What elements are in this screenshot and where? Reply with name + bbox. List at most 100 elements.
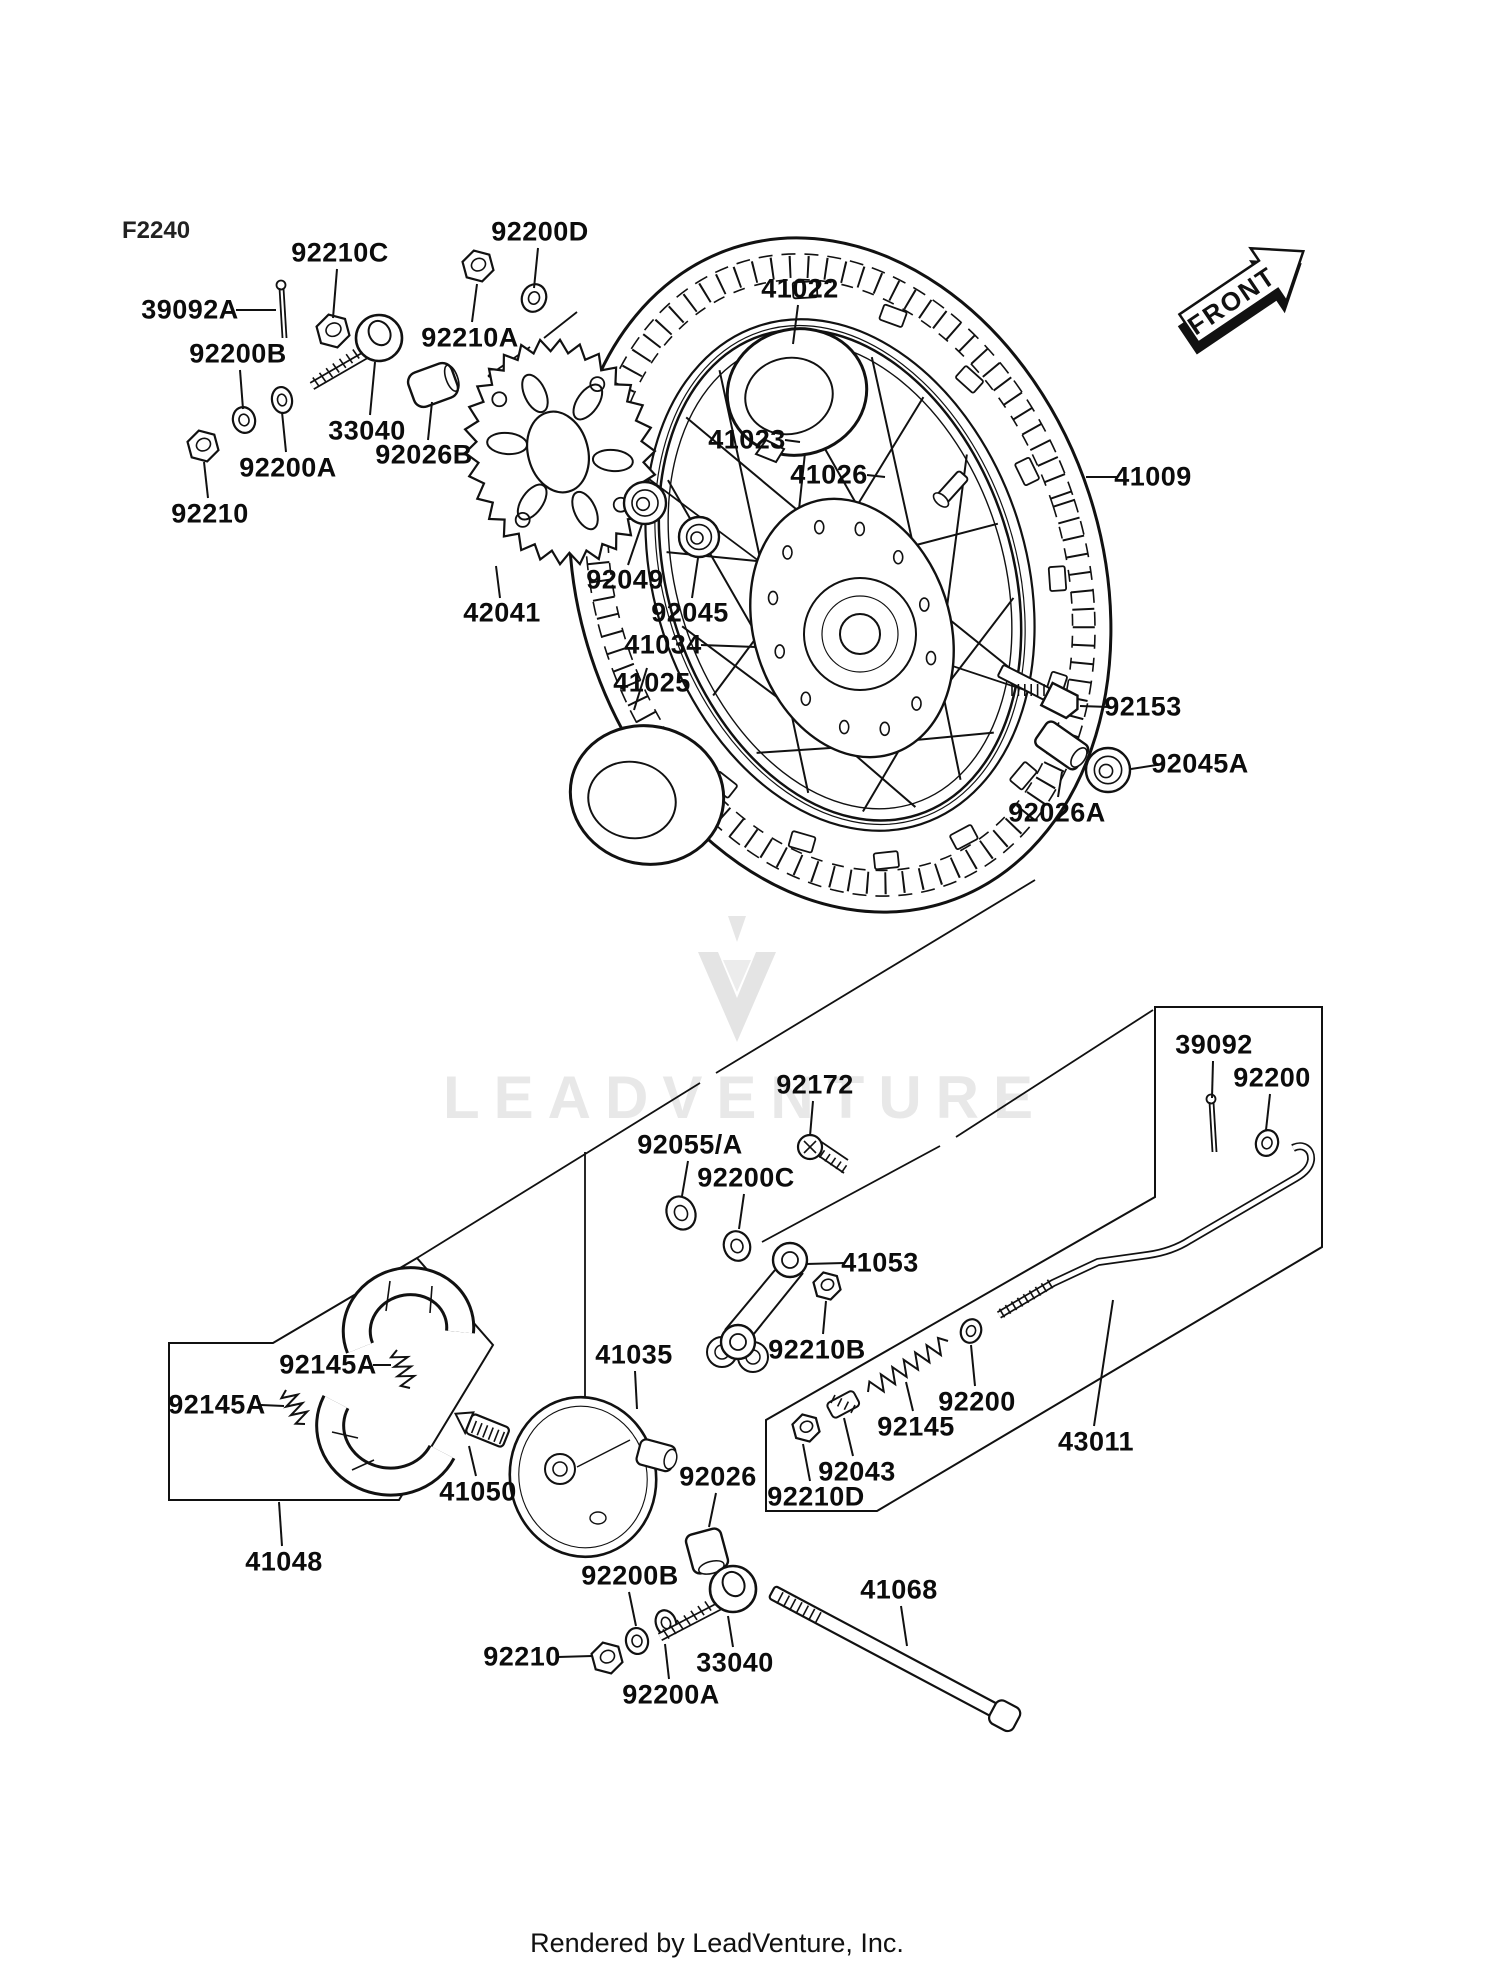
leader-line bbox=[633, 667, 648, 711]
part-label[interactable]: 92200C bbox=[697, 1162, 795, 1193]
spacer-collar-a bbox=[1034, 720, 1090, 771]
adjuster-screw bbox=[453, 1411, 510, 1448]
part-label[interactable]: 92200B bbox=[189, 338, 287, 369]
front-arrow: FRONT bbox=[1177, 246, 1306, 355]
part-label[interactable]: 42041 bbox=[463, 597, 541, 628]
leader-line bbox=[905, 1381, 914, 1412]
part-label[interactable]: 92200B bbox=[581, 1560, 679, 1591]
torque-link bbox=[706, 1241, 809, 1373]
part-label[interactable]: 41025 bbox=[613, 667, 691, 698]
rear-axle bbox=[768, 1585, 1022, 1733]
leader-line bbox=[727, 1615, 734, 1648]
callout-box-brake-shoes bbox=[168, 1256, 495, 1501]
leader-line bbox=[533, 247, 539, 289]
part-label[interactable]: 92210 bbox=[171, 498, 249, 529]
figure-code: F2240 bbox=[122, 217, 191, 244]
part-label[interactable]: 92200A bbox=[622, 1679, 720, 1710]
tube-piece-top bbox=[725, 327, 869, 464]
part-label[interactable]: 41023 bbox=[708, 424, 786, 455]
leader-lines bbox=[203, 247, 1271, 1680]
part-label[interactable]: 41048 bbox=[245, 1546, 323, 1577]
part-label[interactable]: 92210 bbox=[483, 1641, 561, 1672]
leader-line bbox=[691, 557, 699, 599]
leader-line bbox=[471, 283, 478, 323]
leader-line bbox=[784, 439, 801, 443]
footer-credit: Rendered by LeadVenture, Inc. bbox=[530, 1928, 904, 1958]
leader-line bbox=[468, 1445, 477, 1477]
part-label[interactable]: 41026 bbox=[790, 459, 868, 490]
part-label[interactable]: 92026A bbox=[1008, 797, 1106, 828]
leader-line bbox=[900, 1605, 908, 1647]
sprocket bbox=[463, 337, 657, 567]
part-label[interactable]: 92026 bbox=[679, 1461, 757, 1492]
leader-line bbox=[809, 1100, 814, 1137]
leader-line bbox=[802, 1443, 811, 1482]
tube-piece-bottom bbox=[568, 724, 726, 866]
hub-holes bbox=[767, 519, 937, 737]
part-label[interactable]: 92200A bbox=[239, 452, 337, 483]
brake-panel bbox=[508, 1395, 658, 1559]
leader-line bbox=[805, 1262, 845, 1265]
part-label[interactable]: 92145A bbox=[279, 1349, 377, 1380]
part-label[interactable]: 33040 bbox=[328, 415, 406, 446]
leader-line bbox=[792, 304, 799, 345]
part-label[interactable]: 41050 bbox=[439, 1476, 517, 1507]
leader-line bbox=[628, 1591, 637, 1627]
brake-rod bbox=[996, 1142, 1316, 1319]
leader-line bbox=[822, 1300, 827, 1335]
part-label[interactable]: 92145A bbox=[168, 1389, 266, 1420]
part-label[interactable]: 92210A bbox=[421, 322, 519, 353]
watermark-logo bbox=[698, 916, 776, 1042]
part-label[interactable]: 92055/A bbox=[637, 1129, 743, 1160]
part-label[interactable]: 43011 bbox=[1057, 1426, 1135, 1457]
part-label[interactable]: 92145 bbox=[877, 1411, 955, 1442]
part-label[interactable]: 92210B bbox=[768, 1334, 866, 1365]
leader-line bbox=[278, 1501, 283, 1547]
leader-line bbox=[1093, 1299, 1114, 1427]
part-label[interactable]: 92210C bbox=[291, 237, 389, 268]
leader-line bbox=[708, 1492, 717, 1528]
part-label[interactable]: 41022 bbox=[761, 273, 839, 304]
axle-bolt bbox=[997, 664, 1079, 720]
valve-stem bbox=[932, 470, 969, 508]
part-label[interactable]: 41034 bbox=[624, 629, 702, 660]
part-label[interactable]: 92043 bbox=[818, 1456, 896, 1487]
part-label[interactable]: 92045 bbox=[651, 597, 729, 628]
leader-line bbox=[664, 1643, 670, 1680]
leader-line bbox=[1265, 1093, 1271, 1131]
leader-line bbox=[427, 401, 433, 441]
part-label[interactable]: 92045A bbox=[1151, 748, 1249, 779]
part-label[interactable]: 41035 bbox=[595, 1339, 673, 1370]
part-label[interactable]: 39092A bbox=[141, 294, 239, 325]
part-label[interactable]: 92200 bbox=[938, 1386, 1016, 1417]
leader-line bbox=[970, 1344, 976, 1387]
part-label[interactable]: 92200 bbox=[1233, 1062, 1311, 1093]
leader-line bbox=[369, 361, 376, 416]
part-label[interactable]: 41009 bbox=[1114, 461, 1192, 492]
leader-line bbox=[1057, 771, 1063, 798]
leader-line bbox=[1130, 763, 1164, 770]
part-label[interactable]: 39092 bbox=[1175, 1029, 1253, 1060]
part-label[interactable]: 41068 bbox=[860, 1574, 938, 1605]
leader-line bbox=[281, 411, 287, 453]
leader-line bbox=[203, 461, 209, 499]
bearings bbox=[622, 480, 1132, 794]
part-label[interactable]: 92200D bbox=[491, 216, 589, 247]
brake-panel-boss bbox=[635, 1438, 678, 1473]
part-label[interactable]: 92049 bbox=[586, 564, 664, 595]
leader-line bbox=[634, 1370, 638, 1410]
leader-line bbox=[332, 268, 338, 319]
part-label[interactable]: 92153 bbox=[1104, 691, 1182, 722]
part-label[interactable]: 33040 bbox=[696, 1647, 774, 1678]
part-label[interactable]: 92172 bbox=[776, 1069, 854, 1100]
hub bbox=[749, 497, 955, 759]
part-label[interactable]: 41053 bbox=[841, 1247, 919, 1278]
leader-line bbox=[1211, 1060, 1214, 1099]
part-label[interactable]: 92210D bbox=[767, 1481, 865, 1512]
leader-line bbox=[681, 1160, 689, 1197]
leader-line bbox=[738, 1193, 745, 1230]
part-label[interactable]: 92026B bbox=[375, 439, 473, 470]
leader-line bbox=[239, 369, 244, 410]
